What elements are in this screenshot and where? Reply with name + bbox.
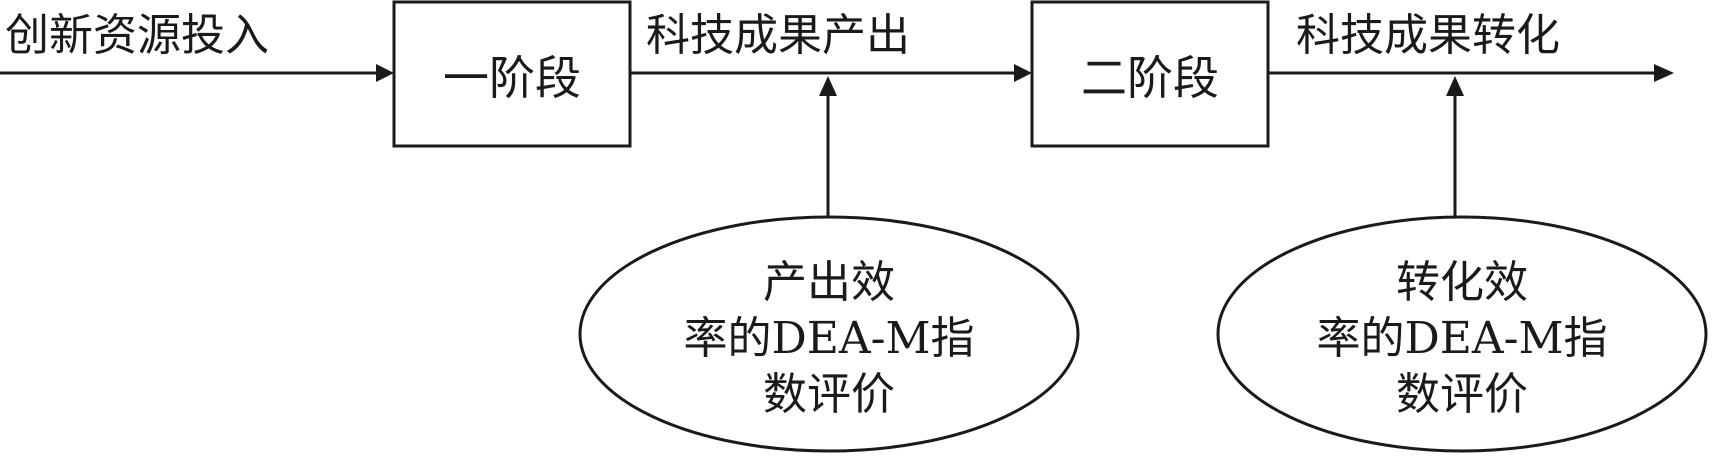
arrowhead-evaluation2 bbox=[1446, 76, 1464, 96]
label-stage1-output: 科技成果产出 bbox=[646, 10, 910, 61]
evaluation2-line1: 转化效 bbox=[1396, 257, 1528, 308]
label-innovation-input: 创新资源投入 bbox=[5, 10, 269, 61]
evaluation1-line3: 数评价 bbox=[763, 369, 895, 420]
arrowhead-input-to-stage1 bbox=[376, 64, 394, 82]
arrowhead-stage1-to-stage2 bbox=[1014, 64, 1032, 82]
stage2-label: 二阶段 bbox=[1081, 51, 1219, 105]
evaluation1-line2: 率的DEA-M指 bbox=[683, 313, 974, 364]
stage1-label: 一阶段 bbox=[443, 51, 581, 105]
evaluation2-line2: 率的DEA-M指 bbox=[1316, 313, 1607, 364]
evaluation2-line3: 数评价 bbox=[1396, 369, 1528, 420]
label-stage2-output: 科技成果转化 bbox=[1296, 10, 1560, 61]
evaluation1-ellipse bbox=[578, 215, 1080, 453]
stage2-box bbox=[1030, 0, 1270, 148]
evaluation1-line1: 产出效 bbox=[763, 257, 895, 308]
evaluation2-ellipse bbox=[1216, 215, 1708, 453]
arrowhead-stage2-output bbox=[1654, 64, 1674, 82]
arrowhead-evaluation1 bbox=[819, 76, 837, 96]
